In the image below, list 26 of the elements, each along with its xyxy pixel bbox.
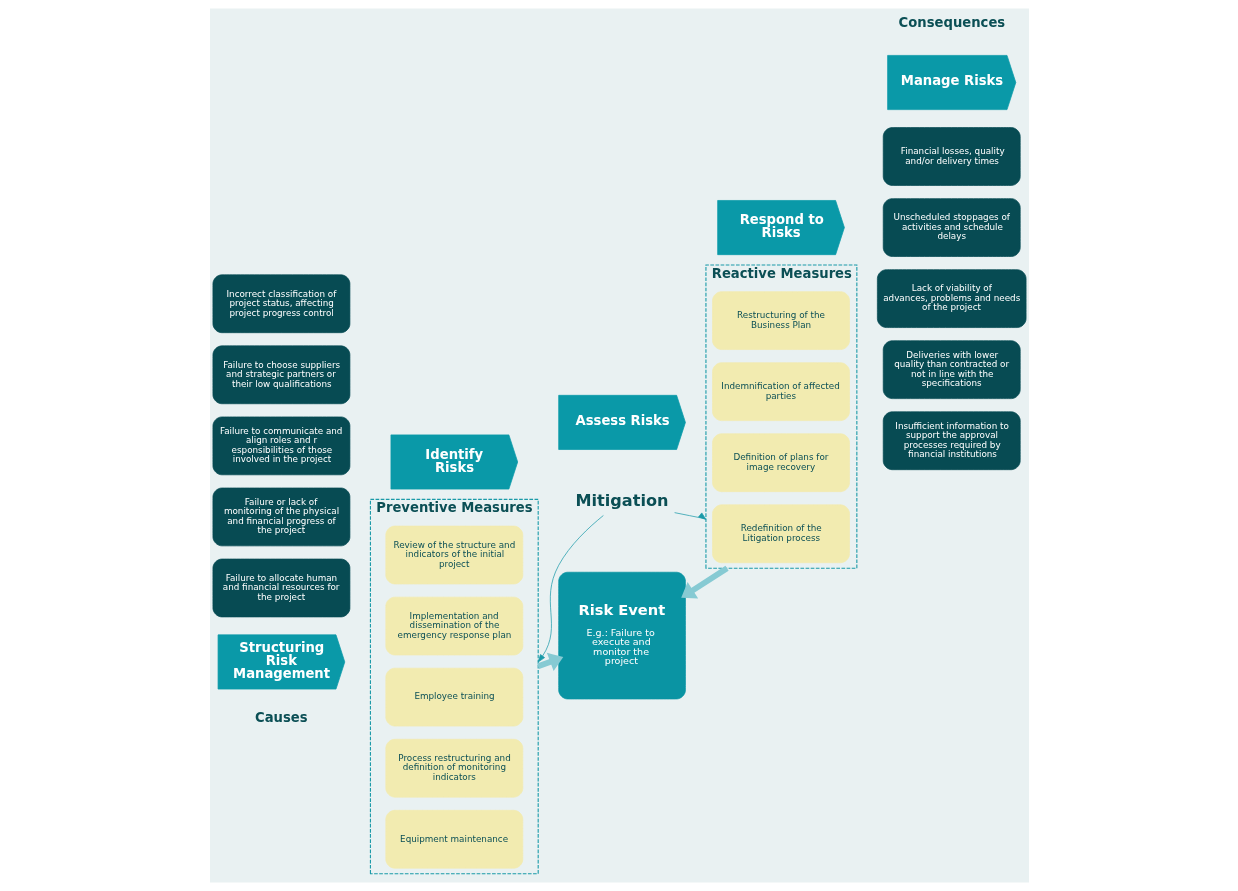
node-box: Incorrect classification of project status, affecting project progress control [212, 274, 350, 334]
node-box: Implementation and dissemination of the emergency response plan [384, 596, 523, 656]
node-box: Equipment maintenance [384, 809, 523, 869]
node-box: Insufficient information to support the approval processes required by financial institutions [882, 411, 1021, 471]
arrow [680, 565, 729, 599]
arrow [673, 512, 706, 520]
node-box: Financial losses, quality and/or delivery times [882, 127, 1021, 186]
label: Causes [254, 710, 308, 726]
node-box: Review of the structure and indicators of the initial project [384, 525, 523, 585]
node-box: Restructuring of the Business Plan [711, 291, 850, 350]
node-box: Lack of viability of advances, problems and needs of the project [876, 269, 1026, 328]
node-box: Redefinition of the Litigation process [711, 504, 850, 564]
node-box: Deliveries with lower quality than contracted or not in line with the specifications [882, 340, 1021, 399]
node-box: Definition of plans for image recovery [711, 433, 850, 492]
node-box: Failure to allocate human and financial resources for the project [212, 558, 350, 618]
node-box: Failure to choose suppliers and strategic partners or their low qualifications [212, 345, 350, 405]
node-box: Failure to communicate and align roles and r esponsibilities of those involved in the project [212, 416, 350, 476]
node-box: Process restructuring and definition of monitoring indicators [384, 738, 523, 798]
node-box: Risk Event E.g.: Failure to execute and monitor the project [557, 571, 686, 700]
node-box: Unscheduled stoppages of activities and schedule delays [882, 198, 1021, 257]
arrow [537, 515, 604, 663]
node-text: Mitigation [575, 490, 668, 510]
node-box: Failure or lack of monitoring of the physical and financial progress of the project [212, 487, 350, 547]
node-box: Indemnification of affected parties [711, 362, 850, 421]
label: Consequences [898, 15, 1005, 31]
node-box: Employee training [384, 667, 523, 727]
